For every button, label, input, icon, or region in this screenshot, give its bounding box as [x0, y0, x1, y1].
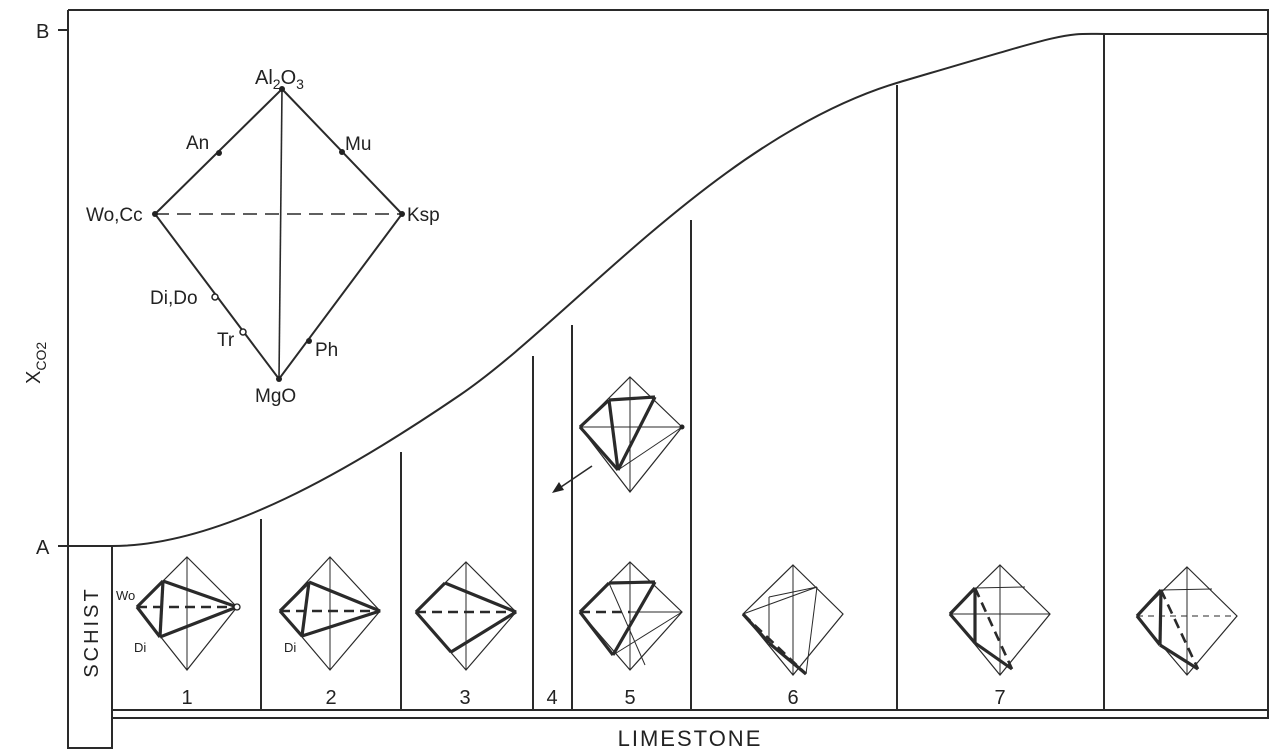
arrow-head: [552, 482, 564, 493]
label-wo-cc: Wo,Cc: [86, 205, 143, 226]
label-ksp: Ksp: [407, 205, 440, 226]
label-mu: Mu: [345, 134, 371, 155]
node-tr: [239, 328, 247, 336]
node-an: [216, 150, 222, 156]
key-vertical: [278, 88, 283, 380]
label-an: An: [186, 133, 209, 154]
y-axis-label-sub: CO2: [33, 342, 49, 371]
zone-labels: 1 2 3 4 5 6 7: [181, 687, 1005, 709]
zone-label-6: 6: [787, 687, 798, 709]
zone-label-2: 2: [325, 687, 336, 709]
frame: [67, 9, 1269, 749]
mini-label-di-2: Di: [284, 640, 296, 655]
node-wo-cc: [152, 211, 158, 217]
mini-tetrahedron-zone-7: [948, 564, 1051, 676]
label-di-do: Di,Do: [150, 288, 198, 309]
tick-label-a: A: [36, 537, 50, 559]
node-ksp: [399, 211, 405, 217]
mini-tetrahedron-zone-6: [741, 564, 844, 676]
node-mgo: [276, 376, 282, 382]
mini-tetrahedron-zone-8: [1135, 566, 1238, 676]
zone-label-1: 1: [181, 687, 192, 709]
outer-frame: [67, 9, 1269, 749]
xco2-curve: [111, 32, 1109, 547]
mini-label-wo: Wo: [116, 588, 135, 603]
label-al2o3: Al2O3: [255, 67, 304, 92]
y-axis-label-main: X: [23, 371, 45, 384]
tick-label-b: B: [36, 21, 49, 43]
mini-tetrahedron-zone-1: Wo Di: [116, 556, 241, 671]
node-di-do: [211, 293, 219, 301]
arrow-shaft: [557, 465, 593, 490]
mini-tetrahedron-zone-2: Di: [278, 556, 381, 671]
zone-dividers: [260, 34, 1105, 710]
schist-label: SCHIST: [81, 586, 103, 677]
mini-tetrahedron-zone-5-upper: [552, 376, 685, 493]
node-ph: [306, 338, 312, 344]
node-al2o3: [279, 86, 285, 92]
label-mgo: MgO: [255, 386, 296, 407]
zone-label-7: 7: [994, 687, 1005, 709]
composition-key: Al2O3 An Mu Wo,Cc Ksp Di,Do Tr Ph MgO: [86, 67, 440, 407]
node-mu: [339, 149, 345, 155]
mini-tetrahedron-zone-5-lower: [578, 561, 683, 671]
y-axis: B A XCO2: [23, 21, 112, 559]
zone-label-5: 5: [624, 687, 635, 709]
zone-label-4: 4: [546, 687, 557, 709]
mini-label-di-1: Di: [134, 640, 146, 655]
label-ph: Ph: [315, 340, 338, 361]
zone-label-3: 3: [459, 687, 470, 709]
label-tr: Tr: [217, 330, 235, 351]
mini-tetrahedron-zone-3: [414, 561, 517, 671]
limestone-label: LIMESTONE: [618, 726, 763, 751]
y-axis-label: XCO2: [23, 342, 49, 384]
